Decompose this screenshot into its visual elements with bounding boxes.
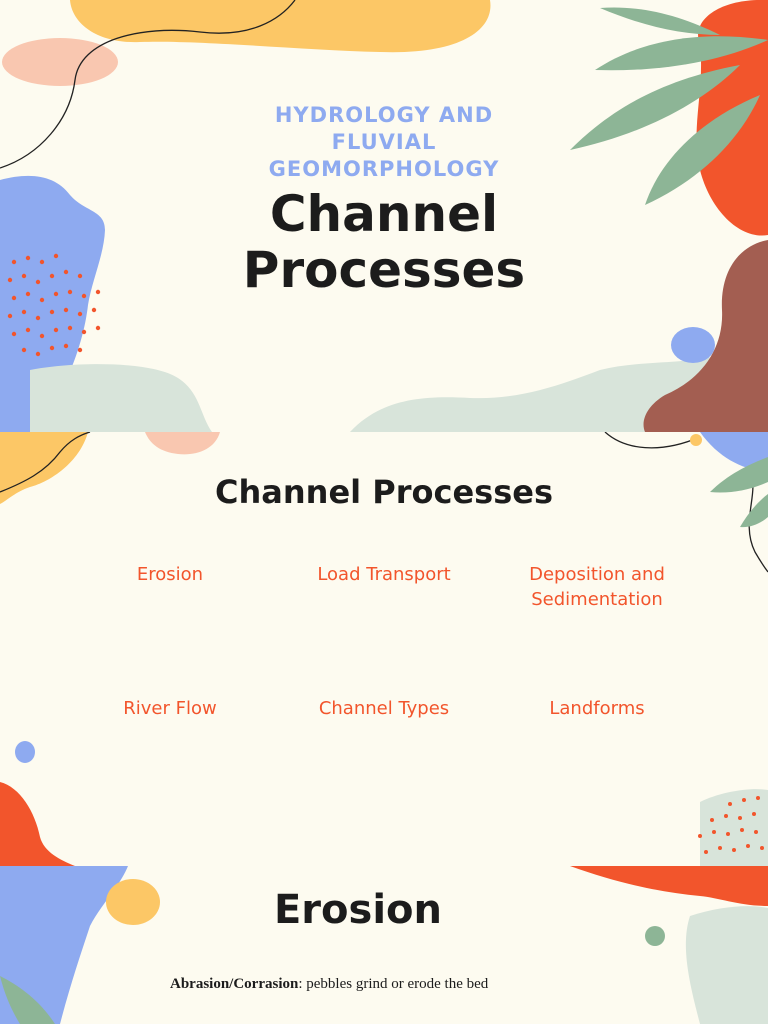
curve-line-right xyxy=(604,432,701,449)
peach-blob xyxy=(145,432,220,455)
abrasion-text: : pebbles grind or erode the bed xyxy=(298,976,489,992)
leaves-illustration xyxy=(710,457,768,528)
topic-deposition: Deposition and Sedimentation xyxy=(529,564,665,610)
blue-blob-right xyxy=(700,432,768,472)
overview-slide-decoration xyxy=(0,432,768,866)
abrasion-term: Abrasion/Corrasion xyxy=(170,976,299,992)
red-dots-pattern xyxy=(7,253,101,357)
slide-title-line2: Processes xyxy=(242,241,526,299)
brown-blob xyxy=(643,240,768,432)
title-slide: HYDROLOGY AND FLUVIAL GEOMORPHOLOGY Chan… xyxy=(0,0,768,432)
overview-slide: Channel Processes Erosion Load Transport… xyxy=(0,432,768,866)
red-blob-right xyxy=(570,866,768,906)
topic-landforms: Landforms xyxy=(549,698,645,719)
peach-blob xyxy=(2,38,118,86)
small-blue-blob xyxy=(671,327,715,363)
red-dots-pattern xyxy=(698,796,764,854)
erosion-title: Erosion xyxy=(273,887,442,933)
mint-blob-right xyxy=(700,789,768,866)
curve-line-right-2 xyxy=(748,471,768,573)
leaves-illustration xyxy=(570,7,768,205)
yellow-dot xyxy=(690,434,702,446)
curve-line xyxy=(0,432,91,493)
overview-title: Channel Processes xyxy=(215,473,553,511)
erosion-slide-decoration xyxy=(0,866,768,1024)
slide-title-line1: Channel xyxy=(269,185,499,243)
topic-load-transport: Load Transport xyxy=(317,564,451,585)
title-slide-decoration xyxy=(0,0,768,432)
curve-line xyxy=(0,0,296,169)
leaf-bottom-left xyxy=(0,976,55,1024)
red-blob-left xyxy=(0,782,75,866)
yellow-blob xyxy=(70,0,491,53)
blue-blob xyxy=(0,866,128,1024)
topic-channel-types: Channel Types xyxy=(318,698,450,719)
small-blue-blob xyxy=(15,741,35,763)
topic-erosion: Erosion xyxy=(136,564,204,585)
slide-subtitle: HYDROLOGY AND FLUVIAL GEOMORPHOLOGY xyxy=(268,103,500,181)
erosion-slide: Erosion Abrasion/Corrasion: pebbles grin… xyxy=(0,866,768,1024)
abrasion-line: Abrasion/Corrasion: pebbles grind or ero… xyxy=(170,976,488,993)
topic-river-flow: River Flow xyxy=(123,698,217,719)
slide-title: Channel Processes xyxy=(0,186,768,298)
mint-blob-left xyxy=(30,364,212,432)
mint-blob-right xyxy=(685,906,768,1024)
blue-blob xyxy=(0,175,105,432)
yellow-blob xyxy=(106,879,160,925)
small-green-dot xyxy=(645,926,665,946)
